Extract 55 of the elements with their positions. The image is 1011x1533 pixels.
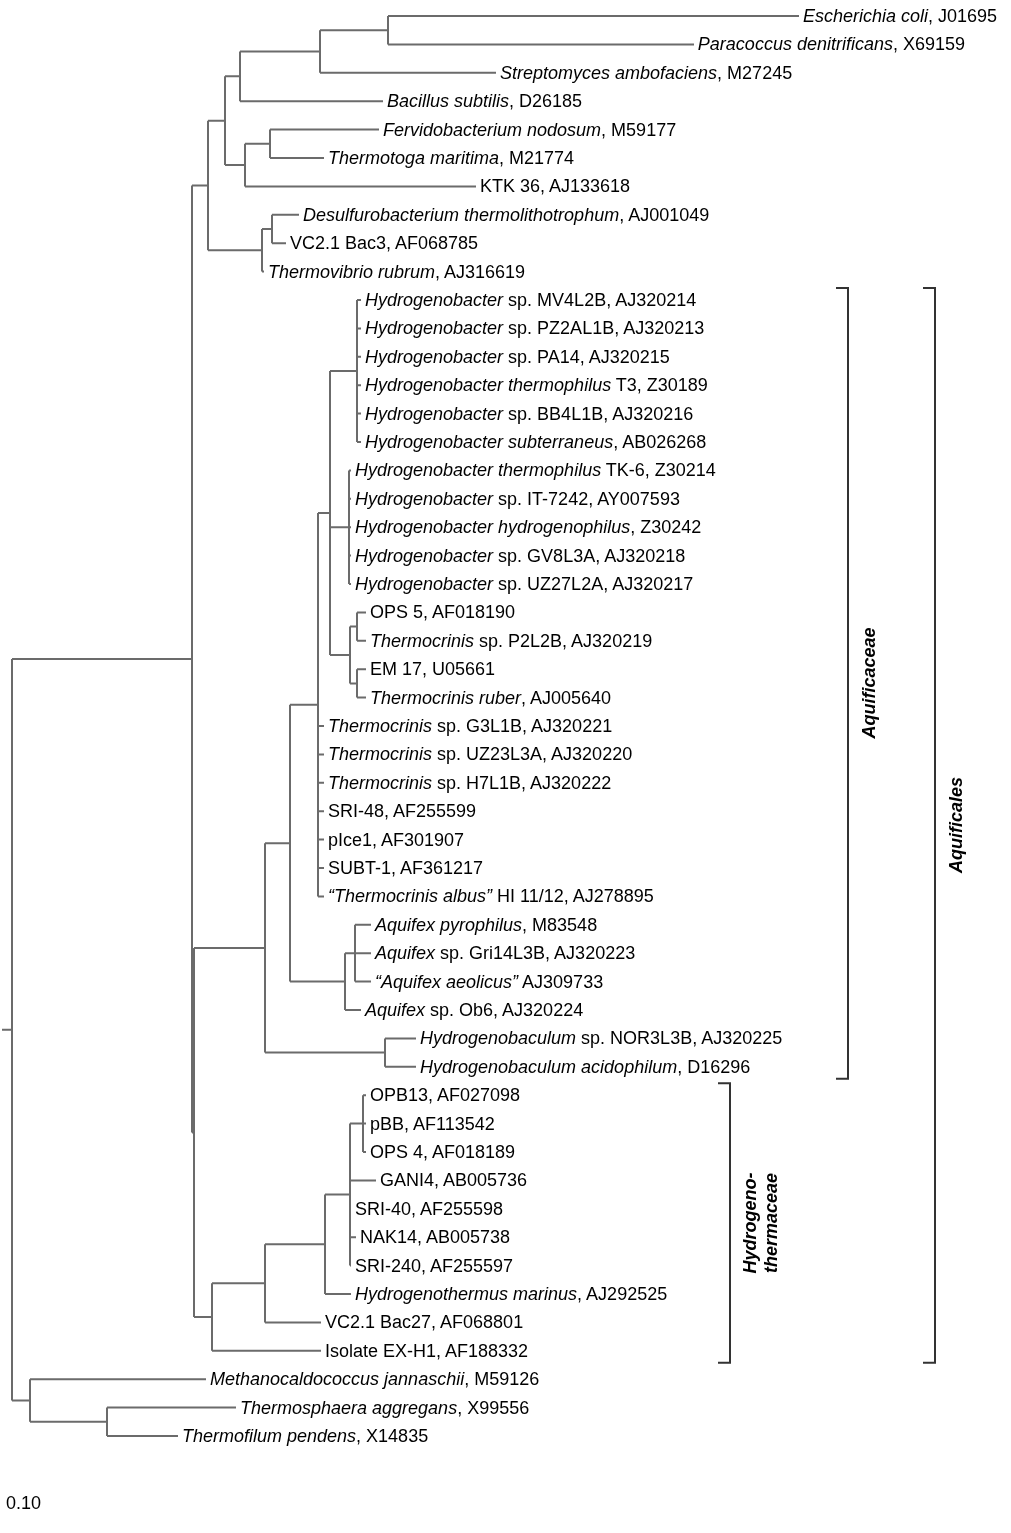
taxon-label: Hydrogenobacter sp. GV8L3A, AJ320218 (355, 544, 686, 567)
taxon-label: pBB, AF113542 (370, 1112, 495, 1135)
taxon-label: Hydrogenobacter sp. MV4L2B, AJ320214 (365, 289, 697, 311)
clade-label: Hydrogeno- thermaceae (740, 1171, 782, 1276)
taxon-label: KTK 36, AJ133618 (480, 175, 631, 198)
taxon-label: NAK14, AB005738 (360, 1226, 511, 1249)
taxon-label: Aquifex sp. Ob6, AJ320224 (365, 999, 584, 1021)
taxon-label: Thermocrinis sp. P2L2B, AJ320219 (370, 629, 653, 652)
taxon-label: Isolate EX-H1, AF188332 (325, 1339, 529, 1362)
taxon-label: Hydrogenothermus marinus, AJ292525 (355, 1283, 668, 1305)
taxon-label: Hydrogenobacter sp. IT-7242, AY007593 (355, 487, 680, 510)
taxon-label: OPB13, AF027098 (370, 1084, 521, 1107)
taxon-label: Thermofilum pendens, X14835 (182, 1425, 429, 1447)
taxon-label: SUBT-1, AF361217 (328, 857, 484, 879)
taxon-label: Hydrogenobacter thermophilus T3, Z30189 (365, 374, 708, 397)
taxon-label: Thermocrinis sp. H7L1B, AJ320222 (328, 771, 612, 794)
clade-label: Aquificaceae (859, 626, 880, 741)
taxon-label: Hydrogenobacter thermophilus TK-6, Z30214 (355, 459, 716, 482)
taxon-label: Aquifex sp. Gri14L3B, AJ320223 (375, 942, 636, 965)
taxon-label: Hydrogenobacter hydrogenophilus, Z30242 (355, 516, 702, 539)
taxon-label: Escherichia coli, J01695 (802, 5, 997, 27)
taxon-label: Hydrogenobaculum acidophilum, D16296 (420, 1055, 751, 1078)
taxon-label: OPS 4, AF018189 (370, 1141, 516, 1163)
taxon-label: Hydrogenobacter subterraneus, AB026268 (365, 431, 707, 453)
clade-label: Aquificales (946, 776, 967, 876)
taxon-label: Hydrogenobacter sp. UZ27L2A, AJ320217 (355, 573, 694, 595)
taxon-label: Aquifex pyrophilus, M83548 (375, 913, 598, 936)
taxon-label: Streptomyces ambofaciens, M27245 (500, 61, 793, 84)
taxon-label: Thermocrinis ruber, AJ005640 (370, 686, 612, 709)
taxon-label: Thermovibrio rubrum, AJ316619 (268, 260, 526, 283)
taxon-label: Hydrogenobacter sp. PZ2AL1B, AJ320213 (365, 317, 705, 340)
taxon-label: Desulfurobacterium thermolithotrophum, AJ001049 (303, 203, 710, 226)
taxon-label: Thermocrinis sp. UZ23L3A, AJ320220 (328, 743, 633, 766)
taxon-label: Paracoccus denitrificans, X69159 (697, 33, 965, 56)
taxon-label: Bacillus subtilis, D26185 (387, 90, 583, 113)
taxon-label: Hydrogenobaculum sp. NOR3L3B, AJ320225 (420, 1027, 783, 1050)
taxon-label: SRI-48, AF255599 (328, 800, 477, 823)
taxon-label: VC2.1 Bac27, AF068801 (325, 1311, 524, 1334)
taxon-label: pIce1, AF301907 (328, 828, 465, 851)
taxon-label: GANI4, AB005736 (380, 1169, 528, 1192)
scale-label: 0.10 (6, 1492, 42, 1515)
taxon-label: Hydrogenobacter sp. BB4L1B, AJ320216 (365, 402, 694, 425)
taxon-label: VC2.1 Bac3, AF068785 (290, 232, 479, 255)
taxon-label: Thermotoga maritima, M21774 (328, 147, 575, 169)
taxon-label: SRI-40, AF255598 (355, 1197, 504, 1220)
taxon-label: SRI-240, AF255597 (355, 1254, 514, 1277)
taxon-label: Methanocaldococcus jannaschii, M59126 (210, 1368, 540, 1391)
taxon-label: Thermosphaera aggregans, X99556 (240, 1396, 530, 1419)
taxon-label: “Aquifex aeolicus” AJ309733 (375, 970, 604, 993)
taxon-label: EM 17, U05661 (370, 658, 496, 681)
taxon-label: “Thermocrinis albus” HI 11/12, AJ278895 (328, 885, 654, 908)
taxon-label: Fervidobacterium nodosum, M59177 (383, 118, 677, 141)
taxon-label: Hydrogenobacter sp. PA14, AJ320215 (365, 345, 670, 368)
taxon-label: OPS 5, AF018190 (370, 601, 516, 624)
taxon-label: Thermocrinis sp. G3L1B, AJ320221 (328, 715, 613, 737)
